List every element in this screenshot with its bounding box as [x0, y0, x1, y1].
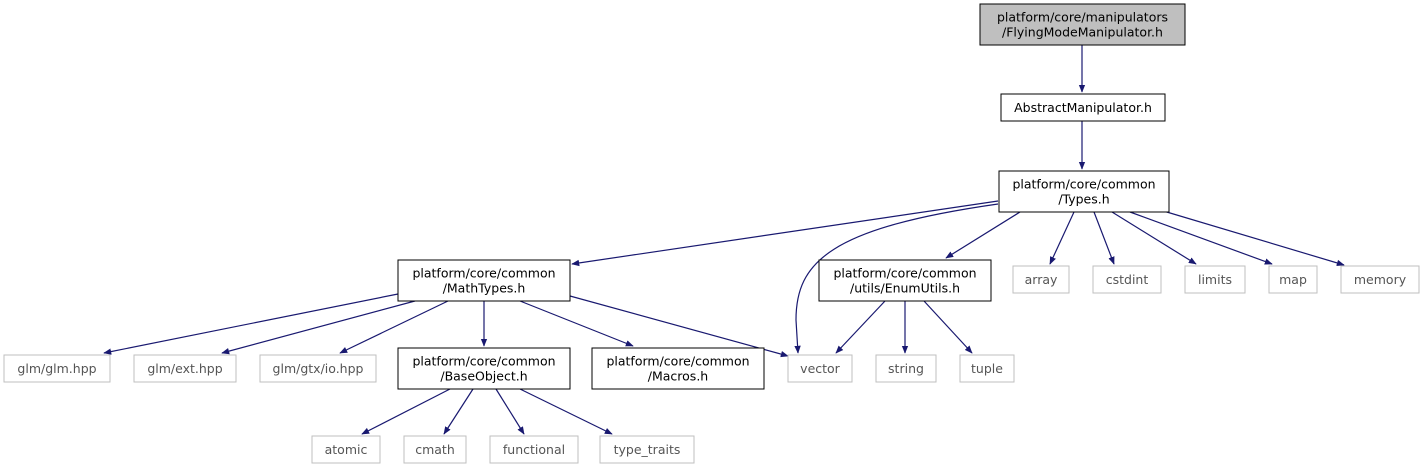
- node-box: [3, 354, 111, 383]
- edge-types-to-cstdint: [1093, 211, 1115, 265]
- edge-mathtypes-to-vector: [569, 295, 789, 358]
- node-box: [1012, 265, 1070, 294]
- node-label: /Macros.h: [648, 369, 708, 384]
- node-label: /Types.h: [1058, 192, 1109, 207]
- edge-types-to-mathtypes: [571, 200, 999, 267]
- node-box: [1340, 265, 1420, 294]
- node-tuple: tuple: [959, 354, 1015, 383]
- node-glm: glm/glm.hpp: [3, 354, 111, 383]
- node-memory: memory: [1340, 265, 1420, 294]
- node-box: [259, 354, 377, 383]
- node-array: array: [1012, 265, 1070, 294]
- node-box: [397, 347, 571, 390]
- edge-baseobject-to-typetraits: [519, 388, 613, 435]
- node-label: AbstractManipulator.h: [1014, 100, 1152, 115]
- node-label: /utils/EnumUtils.h: [850, 281, 960, 296]
- node-vector: vector: [787, 354, 853, 383]
- node-string: string: [875, 354, 937, 383]
- node-box: [998, 170, 1170, 213]
- node-label: cmath: [415, 442, 455, 457]
- node-label: array: [1025, 272, 1058, 287]
- node-typetraits: type_traits: [599, 435, 695, 464]
- edge-types-to-map: [1129, 211, 1273, 265]
- node-functional: functional: [489, 435, 579, 464]
- edge-baseobject-to-atomic: [361, 388, 451, 435]
- node-box: [397, 259, 571, 302]
- node-box: [489, 435, 579, 464]
- node-box: [1184, 265, 1246, 294]
- node-box: [599, 435, 695, 464]
- node-label: tuple: [971, 361, 1003, 376]
- node-io: glm/gtx/io.hpp: [259, 354, 377, 383]
- edge-mathtypes-to-io: [339, 300, 449, 354]
- node-box: [979, 3, 1186, 46]
- node-macros[interactable]: platform/core/common/Macros.h: [591, 347, 765, 390]
- node-label: string: [888, 361, 924, 376]
- node-label: glm/ext.hpp: [147, 361, 222, 376]
- node-box: [818, 259, 992, 302]
- node-label: /FlyingModeManipulator.h: [1002, 25, 1163, 40]
- edge-types-to-limits: [1111, 211, 1197, 265]
- edge-types-to-vector: [794, 203, 999, 354]
- node-box: [311, 435, 381, 464]
- node-label: /BaseObject.h: [440, 369, 527, 384]
- node-label: type_traits: [614, 442, 681, 457]
- node-label: memory: [1354, 272, 1407, 287]
- edge-baseobject-to-cmath: [443, 388, 474, 435]
- edges-layer: [103, 45, 1345, 435]
- node-label: atomic: [325, 442, 368, 457]
- node-label: platform/core/common: [412, 266, 555, 281]
- node-types[interactable]: platform/core/common/Types.h: [998, 170, 1170, 213]
- node-enumutils[interactable]: platform/core/common/utils/EnumUtils.h: [818, 259, 992, 302]
- edge-baseobject-to-functional: [495, 388, 525, 435]
- node-box: [591, 347, 765, 390]
- node-box: [133, 354, 237, 383]
- nodes-layer: platform/core/manipulators/FlyingModeMan…: [3, 3, 1420, 464]
- edge-enumutils-to-vector: [835, 300, 886, 354]
- node-box: [875, 354, 937, 383]
- node-box: [959, 354, 1015, 383]
- node-label: glm/gtx/io.hpp: [273, 361, 364, 376]
- edge-mathtypes-to-ext: [221, 300, 416, 355]
- node-box: [1000, 93, 1166, 122]
- node-label: platform/core/common: [833, 266, 976, 281]
- node-label: platform/core/common: [1012, 177, 1155, 192]
- node-label: /MathTypes.h: [443, 281, 526, 296]
- node-box: [403, 435, 467, 464]
- node-limits: limits: [1184, 265, 1246, 294]
- node-box: [1092, 265, 1162, 294]
- node-label: glm/glm.hpp: [17, 361, 96, 376]
- node-cstdint: cstdint: [1092, 265, 1162, 294]
- edge-mathtypes-to-glm: [103, 293, 399, 355]
- node-label: functional: [503, 442, 565, 457]
- edge-types-to-enumutils: [945, 211, 1021, 259]
- edge-types-to-array: [1049, 211, 1075, 265]
- node-box: [787, 354, 853, 383]
- edge-enumutils-to-tuple: [923, 300, 973, 354]
- node-atomic: atomic: [311, 435, 381, 464]
- node-cmath: cmath: [403, 435, 467, 464]
- edge-mathtypes-to-macros: [519, 300, 634, 347]
- node-label: platform/core/manipulators: [997, 10, 1168, 25]
- node-label: platform/core/common: [412, 354, 555, 369]
- node-box: [1268, 265, 1318, 294]
- node-root[interactable]: platform/core/manipulators/FlyingModeMan…: [979, 3, 1186, 46]
- node-baseobject[interactable]: platform/core/common/BaseObject.h: [397, 347, 571, 390]
- node-label: cstdint: [1106, 272, 1149, 287]
- node-abstract[interactable]: AbstractManipulator.h: [1000, 93, 1166, 122]
- node-map: map: [1268, 265, 1318, 294]
- node-label: map: [1279, 272, 1307, 287]
- node-mathtypes[interactable]: platform/core/common/MathTypes.h: [397, 259, 571, 302]
- node-label: limits: [1198, 272, 1232, 287]
- node-label: vector: [800, 361, 841, 376]
- edge-types-to-memory: [1159, 209, 1345, 267]
- node-label: platform/core/common: [606, 354, 749, 369]
- node-ext: glm/ext.hpp: [133, 354, 237, 383]
